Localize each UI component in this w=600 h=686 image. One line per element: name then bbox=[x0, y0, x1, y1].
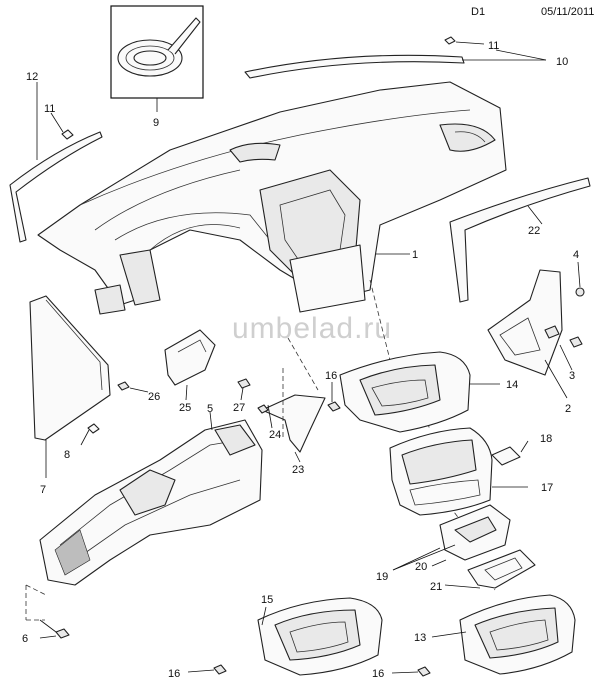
callout-24: 24 bbox=[269, 429, 281, 441]
callout-27: 27 bbox=[233, 402, 245, 414]
callout-14: 14 bbox=[506, 379, 518, 391]
callout-11a: 11 bbox=[488, 40, 499, 52]
callout-25: 25 bbox=[179, 402, 191, 414]
part-23-center-trim bbox=[257, 368, 326, 463]
page-code: D1 bbox=[471, 6, 486, 18]
part-15-lower-bezel bbox=[187, 597, 383, 676]
part-10-top-strip bbox=[244, 36, 547, 79]
callout-labels: 1 2 3 4 5 6 7 8 9 10 11 11 12 13 14 15 1… bbox=[22, 40, 579, 680]
part-1-instrument-panel bbox=[37, 81, 507, 315]
callout-26: 26 bbox=[148, 391, 160, 403]
callout-21: 21 bbox=[430, 581, 442, 593]
callout-16a: 16 bbox=[325, 370, 337, 382]
callout-15: 15 bbox=[261, 594, 273, 606]
part-right-bracket bbox=[487, 261, 585, 399]
part-25-knee-bracket bbox=[117, 329, 251, 401]
part-14-center-bezel bbox=[327, 351, 500, 433]
callout-19: 19 bbox=[376, 571, 388, 583]
callout-8: 8 bbox=[64, 449, 70, 461]
callout-4: 4 bbox=[573, 249, 579, 261]
callout-9: 9 bbox=[153, 117, 159, 129]
callout-17: 17 bbox=[541, 482, 553, 494]
revision-date: 05/11/2011 bbox=[541, 6, 595, 18]
callout-2: 2 bbox=[565, 403, 571, 415]
part-13-lower-bezel bbox=[391, 594, 576, 677]
part-12-left-strip bbox=[9, 82, 103, 243]
callout-22: 22 bbox=[528, 225, 540, 237]
callout-5: 5 bbox=[207, 403, 213, 415]
callout-3: 3 bbox=[569, 370, 575, 382]
callout-16b: 16 bbox=[168, 668, 180, 680]
callout-16c: 16 bbox=[372, 668, 384, 680]
part-5-console-frame bbox=[39, 411, 263, 586]
part-17-control-panel bbox=[389, 427, 529, 516]
part-7-left-end-panel bbox=[29, 295, 111, 478]
callout-13: 13 bbox=[414, 632, 426, 644]
callout-10: 10 bbox=[556, 56, 568, 68]
watermark: umbelad.ru bbox=[232, 312, 393, 345]
callout-7: 7 bbox=[40, 484, 46, 496]
callout-11b: 11 bbox=[44, 103, 55, 115]
callout-12: 12 bbox=[26, 71, 38, 83]
callout-23: 23 bbox=[292, 464, 304, 476]
callout-20: 20 bbox=[415, 561, 427, 573]
callout-1: 1 bbox=[412, 249, 418, 261]
part-9-tape-inset bbox=[110, 5, 204, 112]
callout-6: 6 bbox=[22, 633, 28, 645]
callout-18: 18 bbox=[540, 433, 552, 445]
part-22-right-trim bbox=[449, 177, 591, 303]
part-20-switch-bezel bbox=[392, 504, 536, 589]
